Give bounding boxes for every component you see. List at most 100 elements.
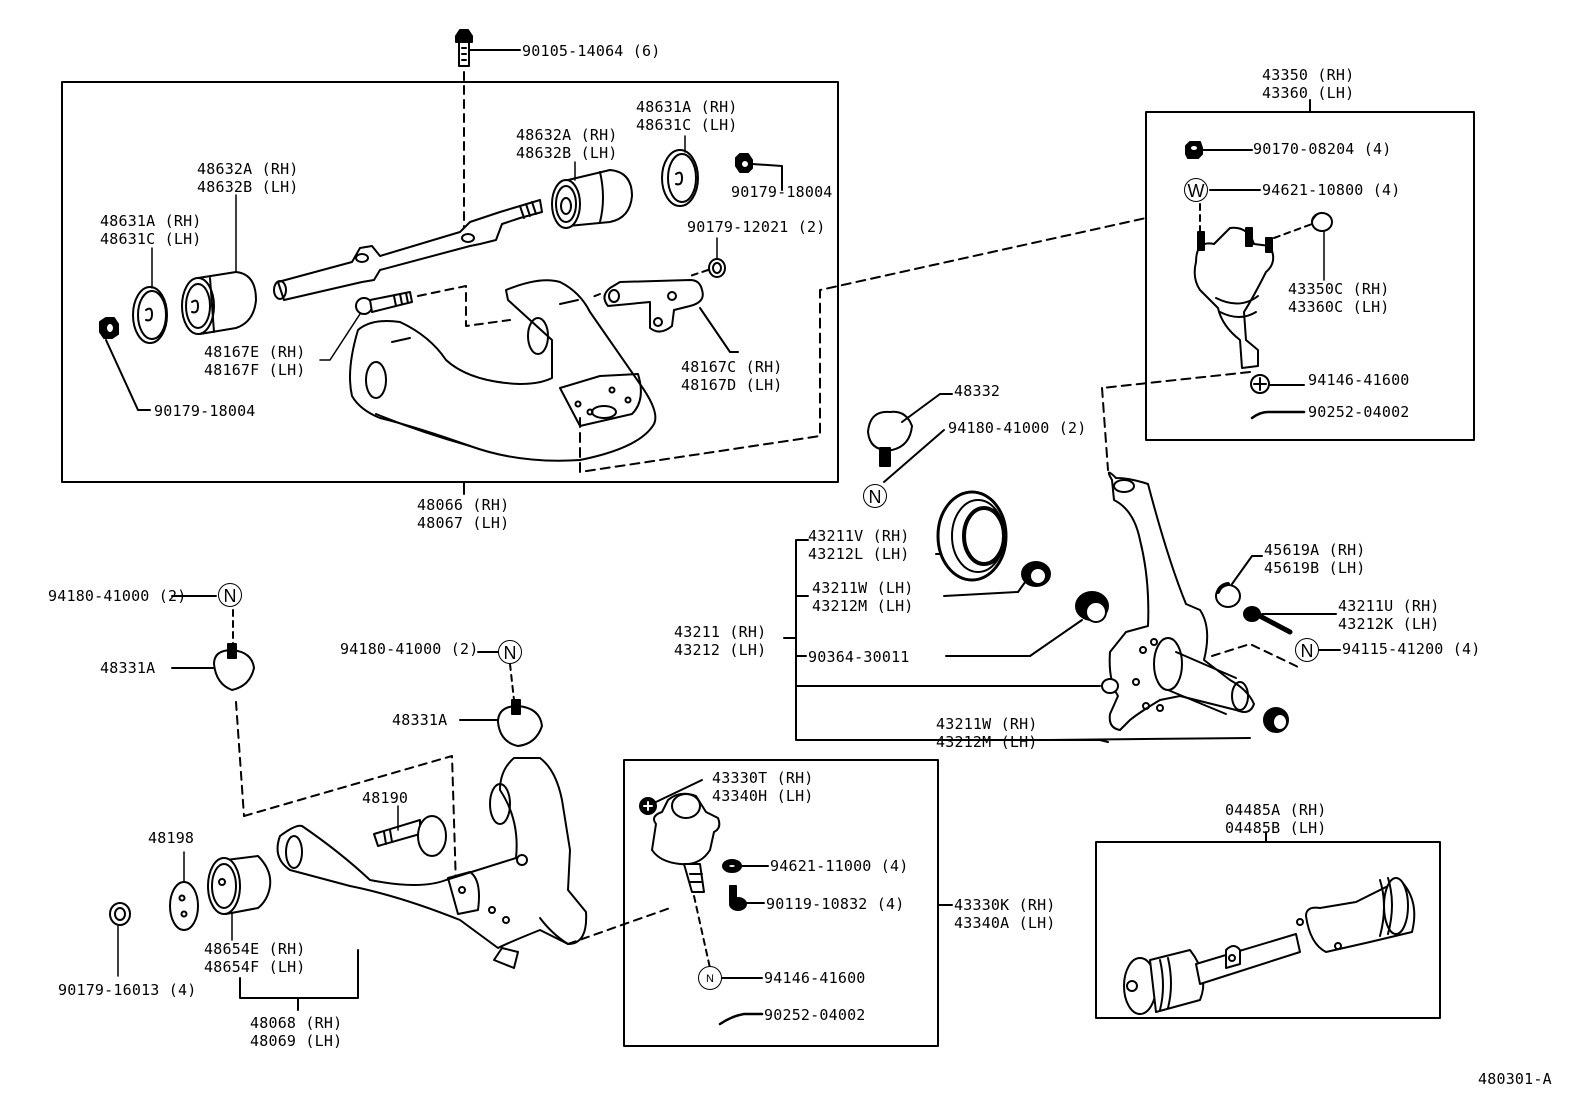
label-bushing-w-rh: 43211W (RH) 43212M (LH) <box>936 715 1038 751</box>
label-bolt-43211u: 43211U (RH) 43212K (LH) <box>1338 597 1440 633</box>
bolt-48190-icon <box>374 816 446 856</box>
washer-w-symbol-icon: W <box>1184 178 1208 202</box>
label-48632b-lh-right: 48632B (LH) <box>516 144 618 162</box>
bushing-lower-icon <box>208 856 270 914</box>
label-43212m-lh-2: 43212M (LH) <box>936 733 1038 751</box>
label-bolt-48167e: 48167E (RH) 48167F (LH) <box>204 343 306 379</box>
bushing-w-rh-icon <box>1264 708 1288 732</box>
label-48167c-rh: 48167C (RH) <box>681 358 783 376</box>
label-dust-seal: 43211V (RH) 43212L (LH) <box>808 527 910 563</box>
label-48654e-rh: 48654E (RH) <box>204 940 306 958</box>
label-bushing-lower: 48654E (RH) 48654F (LH) <box>204 940 306 976</box>
label-washer-right: 48631A (RH) 48631C (LH) <box>636 98 738 134</box>
lower-control-arm-icon <box>278 758 587 968</box>
label-43211u-rh: 43211U (RH) <box>1338 597 1440 615</box>
label-48167f-lh: 48167F (LH) <box>204 361 306 379</box>
label-48632b-lh: 48632B (LH) <box>197 178 299 196</box>
label-nut-bumper-mid: 94180-41000 (2) <box>340 640 479 658</box>
label-48069-lh: 48069 (LH) <box>250 1032 343 1050</box>
castle-nut-lower-symbol-icon: N <box>698 966 722 990</box>
label-bushing-w-lh: 43211W (LH) 43212M (LH) <box>812 579 914 615</box>
label-48167e-rh: 48167E (RH) <box>204 343 306 361</box>
nut-n-symbol-icon: N <box>863 484 887 508</box>
label-43340h-lh: 43340H (LH) <box>712 787 814 805</box>
label-90105-14064: 90105-14064 (6) <box>522 42 661 60</box>
label-upper-ball-joint-group: 43350 (RH) 43360 (LH) <box>1262 66 1354 102</box>
label-bumper-48331a-mid: 48331A <box>392 711 448 729</box>
label-bumper-48331a-left: 48331A <box>100 659 156 677</box>
label-washer-11000: 94621-11000 (4) <box>770 857 909 875</box>
washer-right-icon <box>662 150 698 206</box>
bushing-right-icon <box>552 170 632 228</box>
label-nut-16013: 90179-16013 (4) <box>58 981 197 999</box>
bumper-48332-icon <box>868 412 912 466</box>
label-cotter-pin-upper: 90252-04002 <box>1308 403 1410 421</box>
label-upper-ball-joint: 43350C (RH) 43360C (LH) <box>1288 280 1390 316</box>
steering-knuckle-icon <box>1109 472 1254 730</box>
label-45619b-lh: 45619B (LH) <box>1264 559 1366 577</box>
bolt-10832-icon <box>730 886 746 910</box>
bolt-48167e-icon <box>356 292 412 314</box>
label-43350c-rh: 43350C (RH) <box>1288 280 1390 298</box>
label-43212k-lh: 43212K (LH) <box>1338 615 1440 633</box>
label-washer-10800: 94621-10800 (4) <box>1262 181 1401 199</box>
upper-arm-shaft-icon <box>274 200 542 300</box>
label-04485b-lh: 04485B (LH) <box>1225 819 1327 837</box>
bracket-48167c-icon <box>604 280 702 332</box>
label-04485a-rh: 04485A (RH) <box>1225 801 1327 819</box>
upper-bolt-icon <box>456 30 520 66</box>
shaft-kit-frame <box>1096 842 1440 1018</box>
label-nut-bumper-upper: 94180-41000 (2) <box>948 419 1087 437</box>
label-43330k-rh: 43330K (RH) <box>954 896 1056 914</box>
bushing-w-lh-icon <box>1022 562 1050 586</box>
lower-ball-joint-group-frame <box>624 760 938 1046</box>
label-48068-rh: 48068 (RH) <box>250 1014 343 1032</box>
label-43360c-lh: 43360C (LH) <box>1288 298 1390 316</box>
label-lower-ball-joint-group: 43330K (RH) 43340A (LH) <box>954 896 1056 932</box>
label-48631a-rh: 48631A (RH) <box>100 212 202 230</box>
label-48066-rh: 48066 (RH) <box>417 496 510 514</box>
label-bumper-48332: 48332 <box>954 382 1001 400</box>
label-43211w-rh: 43211W (RH) <box>936 715 1038 733</box>
nut-n-symbol-knuckle-icon: N <box>1295 638 1319 662</box>
label-upper-arm-group: 48066 (RH) 48067 (LH) <box>417 496 509 532</box>
label-bushing-left: 48632A (RH) 48632B (LH) <box>197 160 299 196</box>
label-43212l-lh: 43212L (LH) <box>808 545 910 563</box>
ball-joint-cap-icon <box>1312 213 1332 231</box>
label-48631a-rh-right: 48631A (RH) <box>636 98 738 116</box>
label-castle-nut-lower: 94146-41600 <box>764 969 866 987</box>
label-43211w-lh: 43211W (LH) <box>812 579 914 597</box>
upper-arm-group-frame <box>62 82 838 482</box>
label-48067-lh: 48067 (LH) <box>417 514 510 532</box>
figure-id: 480301-A <box>1478 1070 1552 1088</box>
grease-cap-icon <box>1102 679 1118 693</box>
cap-45619-icon <box>1216 584 1240 607</box>
label-43350-rh: 43350 (RH) <box>1262 66 1355 84</box>
label-43211-rh: 43211 (RH) <box>674 623 767 641</box>
label-cap-45619: 45619A (RH) 45619B (LH) <box>1264 541 1366 577</box>
bumper-48331a-mid-icon <box>498 700 542 746</box>
label-lower-arm-group: 48068 (RH) 48069 (LH) <box>250 1014 342 1050</box>
label-nut-right: 90179-18004 <box>731 183 833 201</box>
nut-right-icon <box>736 154 752 172</box>
label-bushing-right: 48632A (RH) 48632B (LH) <box>516 126 618 162</box>
washer-11000-icon <box>723 860 741 872</box>
nut-n-symbol-mid-icon: N <box>498 640 522 664</box>
nut-12021-icon <box>709 259 725 277</box>
cotter-pin-lower-icon <box>720 1014 762 1024</box>
label-48632a-rh: 48632A (RH) <box>197 160 299 178</box>
upper-control-arm-icon <box>350 280 655 461</box>
label-43340a-lh: 43340A (LH) <box>954 914 1056 932</box>
castle-nut-upper-icon <box>1251 375 1304 393</box>
dust-seal-icon <box>938 492 1006 580</box>
label-washer-48198: 48198 <box>148 829 195 847</box>
label-43212m-lh: 43212M (LH) <box>812 597 914 615</box>
label-bracket-48167c: 48167C (RH) 48167D (LH) <box>681 358 783 394</box>
label-castle-nut-upper: 94146-41600 <box>1308 371 1410 389</box>
label-43360-lh: 43360 (LH) <box>1262 84 1355 102</box>
label-nut-08204: 90170-08204 (4) <box>1253 140 1392 158</box>
label-lower-ball-joint: 43330T (RH) 43340H (LH) <box>712 769 814 805</box>
bumper-48331a-left-icon <box>214 644 254 690</box>
bearing-30011-icon <box>1076 592 1108 622</box>
